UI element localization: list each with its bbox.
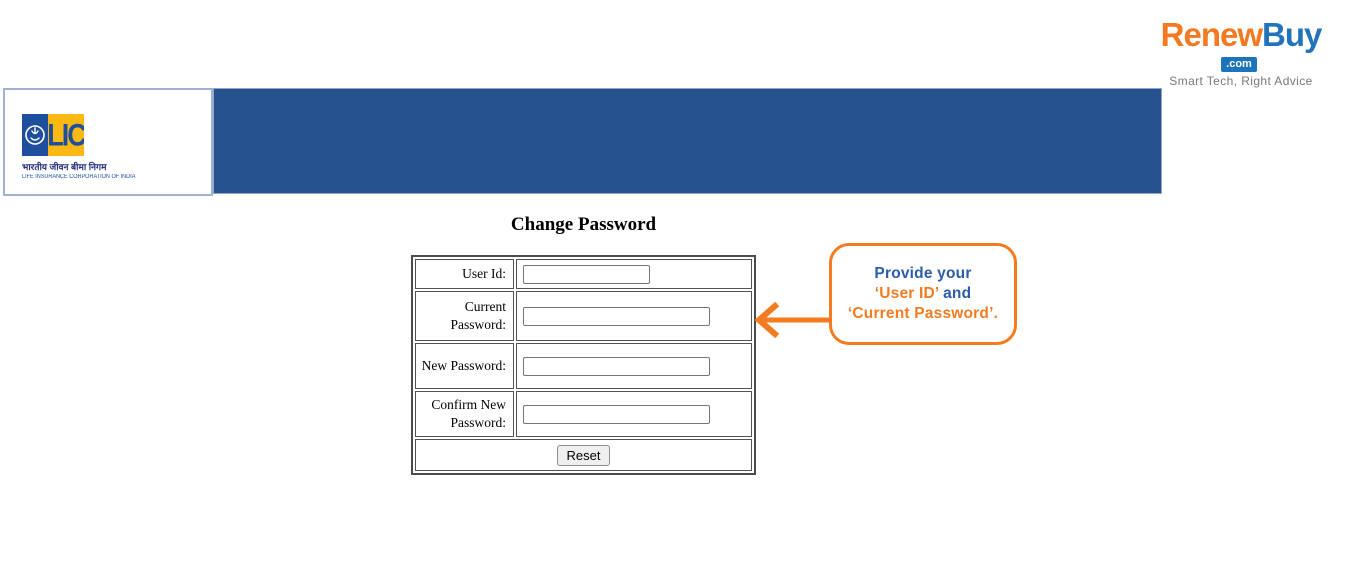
- table-row: New Password:: [415, 343, 752, 389]
- renewbuy-com-badge: .com: [1221, 57, 1257, 72]
- lic-acronym-text: LIC: [48, 117, 84, 152]
- table-row: Confirm New Password:: [415, 391, 752, 437]
- lic-hands-lamp-icon: [22, 114, 48, 156]
- user-id-label: User Id:: [415, 259, 514, 289]
- table-row: User Id:: [415, 259, 752, 289]
- lic-acronym-tile: LIC: [48, 114, 84, 156]
- callout-arrow-icon: [754, 301, 835, 339]
- lic-logo-box: LIC भारतीय जीवन बीमा निगम LIFE INSURANCE…: [3, 88, 213, 196]
- page-title: Change Password: [510, 214, 657, 235]
- lic-logo: LIC भारतीय जीवन बीमा निगम LIFE INSURANCE…: [22, 114, 136, 180]
- current-password-input[interactable]: [523, 306, 710, 326]
- table-row: Reset: [415, 439, 752, 471]
- confirm-new-password-label: Confirm New Password:: [415, 391, 514, 437]
- instruction-callout: Provide your ‘User ID’ and ‘Current Pass…: [829, 243, 1017, 345]
- callout-line1: Provide your: [874, 265, 972, 282]
- header-banner: [213, 88, 1162, 194]
- callout-line2: ‘User ID’ and: [874, 285, 972, 302]
- reset-button[interactable]: Reset: [556, 444, 611, 466]
- current-password-label: Current Password:: [415, 291, 514, 341]
- renewbuy-tagline: Smart Tech, Right Advice: [1169, 74, 1313, 88]
- renewbuy-logo: RenewBuy .com Smart Tech, Right Advice: [1146, 18, 1336, 88]
- confirm-new-password-input[interactable]: [523, 404, 710, 424]
- change-password-form: User Id: Current Password: New Password:…: [411, 255, 756, 475]
- lic-emblem: LIC: [22, 114, 84, 156]
- callout-line3: ‘Current Password’.: [847, 305, 999, 322]
- renewbuy-renew-text: Renew: [1160, 16, 1263, 53]
- new-password-label: New Password:: [415, 343, 514, 389]
- renewbuy-buy-text: Buy: [1262, 16, 1322, 53]
- renewbuy-wordmark: RenewBuy .com: [1146, 16, 1336, 72]
- table-row: Current Password:: [415, 291, 752, 341]
- user-id-input[interactable]: [523, 264, 650, 284]
- new-password-input[interactable]: [523, 356, 710, 376]
- lic-hindi-name: भारतीय जीवन बीमा निगम: [22, 162, 107, 172]
- lic-full-name: LIFE INSURANCE CORPORATION OF INDIA: [22, 174, 136, 180]
